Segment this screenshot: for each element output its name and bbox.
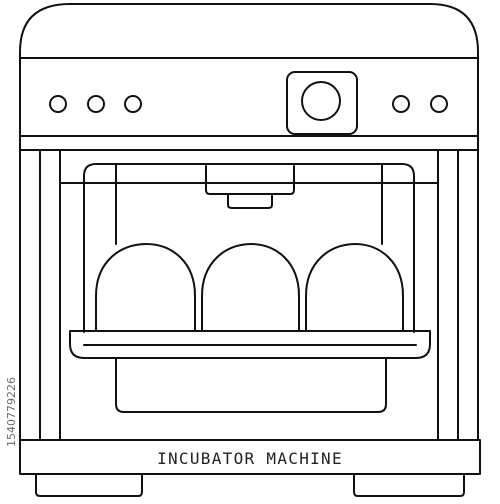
ceiling-vent xyxy=(205,165,295,195)
control-button-left-2 xyxy=(87,95,105,113)
egg-middle xyxy=(201,243,300,332)
control-button-right-1 xyxy=(392,95,410,113)
inner-chamber xyxy=(83,163,415,333)
dial-frame xyxy=(286,71,358,135)
foot-right xyxy=(353,473,465,497)
ceiling-vent-lip xyxy=(227,193,273,209)
control-button-right-2 xyxy=(430,95,448,113)
dial-knob-icon xyxy=(301,81,341,121)
egg-tray xyxy=(69,330,431,359)
control-button-left-1 xyxy=(49,95,67,113)
stock-image-id: 1540779226 xyxy=(5,377,18,447)
control-button-left-3 xyxy=(124,95,142,113)
caption-title: INCUBATOR MACHINE xyxy=(157,449,343,468)
base-plate xyxy=(19,439,481,475)
egg-right xyxy=(305,243,404,332)
egg-left xyxy=(95,243,196,332)
foot-left xyxy=(35,473,143,497)
lower-drawer xyxy=(115,357,387,413)
machine-body xyxy=(19,3,479,441)
